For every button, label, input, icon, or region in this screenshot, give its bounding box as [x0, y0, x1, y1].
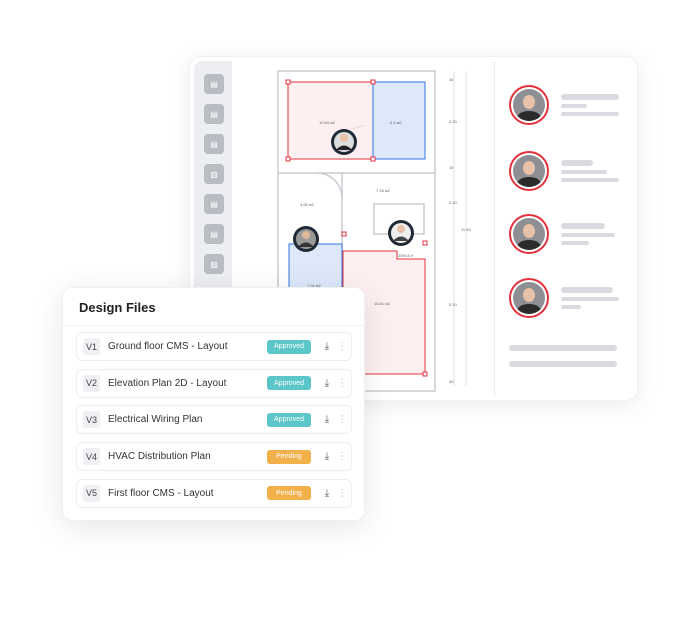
version-badge: V2	[83, 374, 100, 392]
collaborator-item[interactable]	[509, 214, 615, 254]
pdf-file-icon[interactable]: ▤	[204, 134, 224, 154]
room-label: 4.68 м2	[300, 202, 315, 207]
file-name[interactable]: First floor CMS - Layout	[108, 487, 214, 499]
room-label: 10.64 м2	[319, 120, 336, 125]
file-row[interactable]: V4 HVAC Distribution Plan Pending ⤓ ⋮	[76, 442, 352, 472]
collaborator-item[interactable]	[509, 85, 619, 125]
avatar	[509, 278, 549, 318]
status-badge: Approved	[267, 412, 311, 427]
file-row[interactable]: V3 Electrical Wiring Plan Approved ⤓ ⋮	[76, 405, 352, 435]
dimension-label: 2.20	[449, 200, 458, 205]
dimension-label: 5.10	[449, 302, 458, 307]
status-badge: Approved	[267, 376, 311, 391]
file-row[interactable]: V1 Ground floor CMS - Layout Approved ⤓ …	[76, 332, 352, 361]
room-label: 7.04 м2	[307, 283, 322, 288]
placeholder-bar	[509, 361, 617, 367]
file-name[interactable]: HVAC Distribution Plan	[108, 451, 211, 463]
download-icon[interactable]: ⤓	[324, 377, 330, 389]
pdf-file-icon[interactable]: ▤	[204, 194, 224, 214]
file-name[interactable]: Electrical Wiring Plan	[108, 414, 203, 426]
status-badge: Approved	[267, 339, 311, 354]
room-label: 6.4 м2	[390, 120, 402, 125]
pdf-file-icon[interactable]: ▤	[204, 224, 224, 244]
file-name[interactable]: Ground floor CMS - Layout	[108, 341, 228, 352]
version-badge: V4	[83, 448, 100, 466]
more-options-icon[interactable]: ⋮	[337, 487, 347, 499]
status-badge: Pending	[267, 449, 311, 464]
collaborator-item[interactable]	[509, 151, 619, 191]
download-icon[interactable]: ⤓	[324, 487, 330, 499]
pdf-file-icon[interactable]: ▤	[204, 74, 224, 94]
avatar	[509, 151, 549, 191]
image-file-icon[interactable]: ▨	[204, 164, 224, 184]
status-badge: Pending	[267, 486, 311, 501]
dimension-label: 40	[449, 379, 454, 384]
collaborator-pin[interactable]	[293, 226, 319, 252]
more-options-icon[interactable]: ⋮	[337, 451, 347, 463]
image-file-icon[interactable]: ▨	[204, 254, 224, 274]
more-options-icon[interactable]: ⋮	[337, 341, 347, 352]
download-icon[interactable]: ⤓	[324, 414, 330, 426]
avatar	[509, 214, 549, 254]
dimension-label: 11.40	[461, 227, 471, 232]
file-row[interactable]: V2 Elevation Plan 2D - Layout Approved ⤓…	[76, 368, 352, 398]
room-tag: 20H15.9	[398, 253, 414, 258]
collaborators-panel	[494, 61, 634, 397]
dimension-label: 3.20	[449, 119, 458, 124]
download-icon[interactable]: ⤓	[324, 341, 330, 352]
version-badge: V1	[83, 338, 100, 355]
file-name[interactable]: Elevation Plan 2D - Layout	[108, 377, 227, 389]
download-icon[interactable]: ⤓	[324, 451, 330, 463]
dimension-label: 40	[449, 77, 454, 82]
design-files-card: Design Files V1 Ground floor CMS - Layou…	[62, 287, 365, 521]
more-options-icon[interactable]: ⋮	[337, 414, 347, 426]
placeholder-bar	[509, 345, 617, 351]
avatar	[509, 85, 549, 125]
room-label: 7.18 м2	[376, 188, 391, 193]
version-badge: V5	[83, 484, 100, 502]
dimension-label: 10	[449, 165, 454, 170]
version-badge: V3	[83, 411, 100, 429]
more-options-icon[interactable]: ⋮	[337, 377, 347, 389]
collaborator-item[interactable]	[509, 278, 619, 318]
collaborator-pin[interactable]	[388, 220, 414, 246]
file-row[interactable]: V5 First floor CMS - Layout Pending ⤓ ⋮	[76, 478, 352, 508]
pdf-file-icon[interactable]: ▤	[204, 104, 224, 124]
collaborator-pin[interactable]	[331, 129, 357, 155]
room-label: 16.81 м2	[374, 301, 391, 306]
design-files-title: Design Files	[63, 288, 364, 326]
